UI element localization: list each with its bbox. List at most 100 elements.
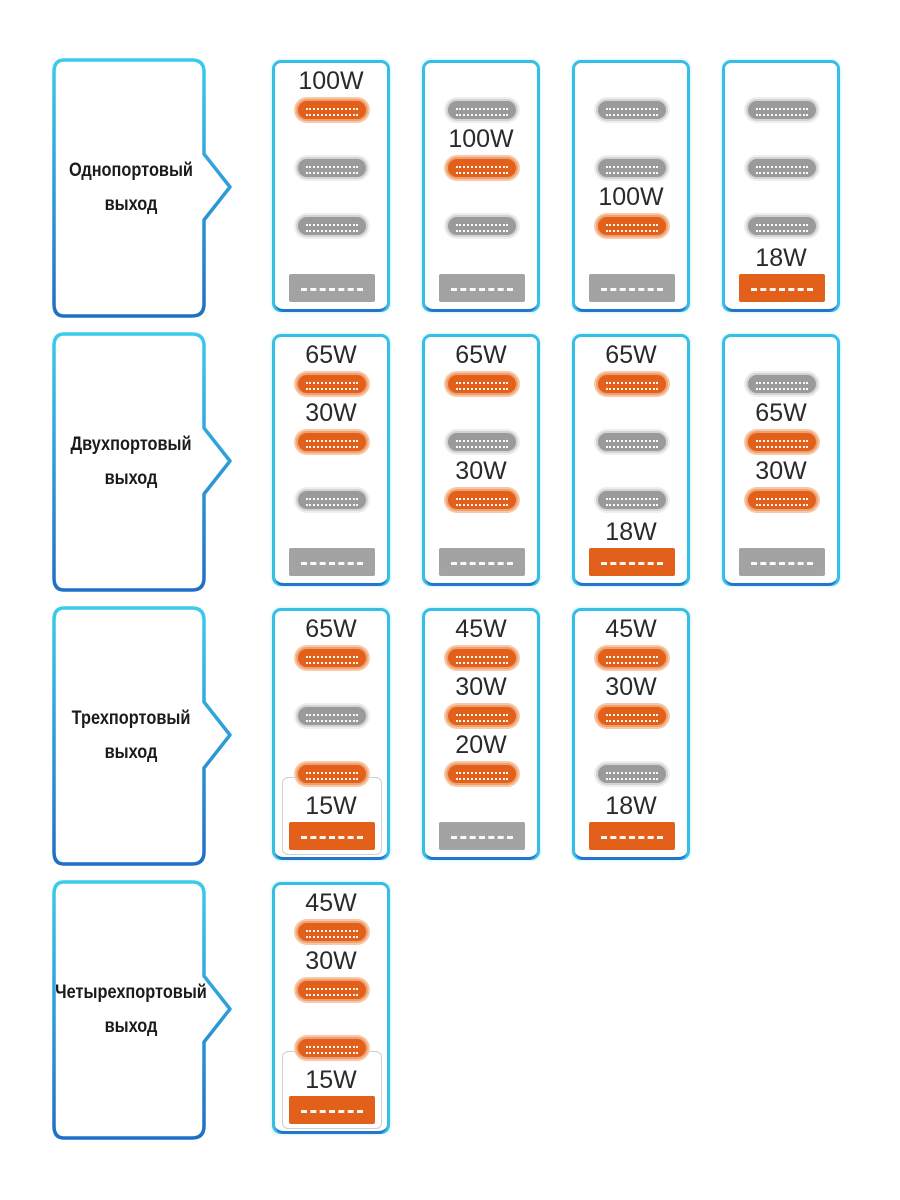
label-frame: [52, 880, 232, 1140]
wattage-label: 45W: [305, 889, 357, 917]
wattage-label: 65W: [305, 341, 357, 369]
wattage-label: 15W: [305, 1066, 357, 1094]
usb-c-port-active-icon: [746, 489, 818, 511]
charger-config-card: 100W: [572, 60, 690, 312]
wattage-label: 18W: [755, 244, 807, 272]
charger-config-card: 18W: [722, 60, 840, 312]
wattage-label: 18W: [605, 792, 657, 820]
usb-c-port-active-icon: [446, 157, 518, 179]
label-frame: [52, 332, 232, 592]
usb-a-port-idle-icon: [289, 548, 375, 576]
row-label-line1: Однопортовый: [69, 160, 193, 181]
row-label-line2: выход: [104, 742, 158, 763]
wattage-label: 100W: [448, 125, 514, 153]
wattage-label: 65W: [755, 399, 807, 427]
usb-c-port-idle-icon: [596, 431, 668, 453]
usb-a-port-idle-icon: [439, 274, 525, 302]
usb-a-port-active-icon: [739, 274, 825, 302]
wattage-label: 100W: [598, 183, 664, 211]
row-label-line2: выход: [104, 194, 158, 215]
label-frame: [52, 606, 232, 866]
usb-c-port-active-icon: [446, 763, 518, 785]
usb-c-port-active-icon: [746, 431, 818, 453]
wattage-label: 45W: [605, 615, 657, 643]
wattage-label: 45W: [455, 615, 507, 643]
usb-c-port-idle-icon: [596, 489, 668, 511]
usb-c-port-idle-icon: [446, 215, 518, 237]
charger-config-card: 65W 18W: [572, 334, 690, 586]
row-label-line1: Двухпортовый: [70, 434, 192, 455]
usb-c-port-idle-icon: [596, 763, 668, 785]
charger-config-card: 100W: [422, 60, 540, 312]
usb-c-port-idle-icon: [296, 489, 368, 511]
wattage-label: 30W: [455, 673, 507, 701]
usb-a-port-idle-icon: [439, 548, 525, 576]
row-label-box: Двухпортовый выход: [52, 332, 236, 592]
usb-c-port-idle-icon: [446, 99, 518, 121]
usb-c-port-active-icon: [296, 647, 368, 669]
wattage-label: 30W: [605, 673, 657, 701]
usb-c-port-idle-icon: [296, 157, 368, 179]
usb-c-port-active-icon: [296, 921, 368, 943]
usb-c-port-idle-icon: [446, 431, 518, 453]
usb-c-port-active-icon: [596, 215, 668, 237]
usb-a-port-active-icon: [589, 548, 675, 576]
output-row: Двухпортовый выход 65W 30W 65W 30W 65W 18W 65W 30…: [0, 332, 900, 594]
wattage-label: 65W: [605, 341, 657, 369]
wattage-label: 100W: [298, 67, 364, 95]
charger-config-card: 65W 30W: [422, 334, 540, 586]
usb-a-port-active-icon: [589, 822, 675, 850]
usb-c-port-active-icon: [296, 431, 368, 453]
label-frame: [52, 58, 232, 318]
usb-c-port-active-icon: [596, 705, 668, 727]
usb-a-port-active-icon: [289, 1096, 375, 1124]
row-label-box: Однопортовый выход: [52, 58, 236, 318]
row-label-line1: Четырехпортовый: [55, 982, 207, 1003]
row-label-line2: выход: [104, 468, 158, 489]
usb-c-port-idle-icon: [596, 157, 668, 179]
usb-c-port-active-icon: [446, 705, 518, 727]
wattage-label: 20W: [455, 731, 507, 759]
usb-a-port-idle-icon: [439, 822, 525, 850]
wattage-label: 30W: [305, 947, 357, 975]
row-label: Четырехпортовый выход: [55, 880, 207, 1140]
usb-c-port-idle-icon: [746, 373, 818, 395]
usb-c-port-idle-icon: [296, 705, 368, 727]
usb-c-port-active-icon: [446, 373, 518, 395]
usb-a-port-idle-icon: [739, 548, 825, 576]
row-label: Однопортовый выход: [67, 58, 196, 318]
usb-c-port-active-icon: [296, 979, 368, 1001]
usb-c-port-active-icon: [296, 99, 368, 121]
usb-c-port-active-icon: [296, 763, 368, 785]
usb-c-port-active-icon: [596, 647, 668, 669]
charger-config-card: 45W 30W 15W: [272, 882, 390, 1134]
row-label: Двухпортовый выход: [67, 332, 196, 592]
charger-config-card: 65W 30W: [272, 334, 390, 586]
row-label-box: Четырехпортовый выход: [52, 880, 236, 1140]
output-row: Однопортовый выход 100W 100W 100W 18W: [0, 58, 900, 320]
charger-config-card: 100W: [272, 60, 390, 312]
row-label-line2: выход: [104, 1016, 158, 1037]
wattage-label: 65W: [455, 341, 507, 369]
usb-c-port-active-icon: [446, 647, 518, 669]
usb-c-port-active-icon: [296, 373, 368, 395]
usb-c-port-active-icon: [446, 489, 518, 511]
wattage-label: 30W: [755, 457, 807, 485]
usb-c-port-idle-icon: [746, 99, 818, 121]
usb-c-port-active-icon: [596, 373, 668, 395]
usb-c-port-active-icon: [296, 1037, 368, 1059]
usb-c-port-idle-icon: [596, 99, 668, 121]
charger-config-card: 65W 15W: [272, 608, 390, 860]
wattage-label: 30W: [305, 399, 357, 427]
usb-c-port-idle-icon: [746, 157, 818, 179]
wattage-label: 65W: [305, 615, 357, 643]
output-row: Четырехпортовый выход 45W 30W 15W: [0, 880, 900, 1142]
wattage-label: 30W: [455, 457, 507, 485]
wattage-label: 15W: [305, 792, 357, 820]
usb-c-port-idle-icon: [296, 215, 368, 237]
wattage-label: 18W: [605, 518, 657, 546]
charger-config-card: 45W 30W 18W: [572, 608, 690, 860]
